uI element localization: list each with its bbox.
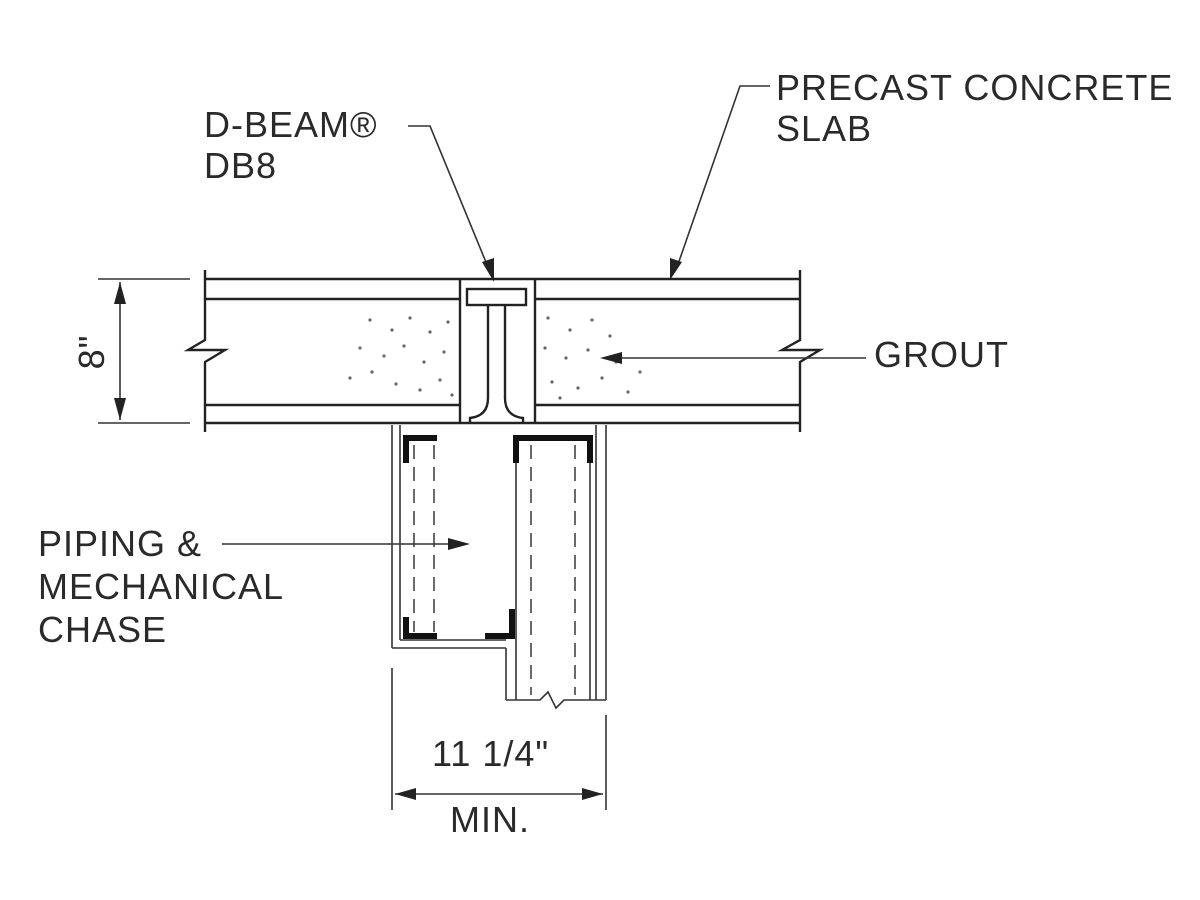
grout-leader: [600, 352, 866, 364]
slab-thickness-dimension: [98, 278, 190, 424]
chase-label-line3: CHASE: [38, 609, 167, 650]
chase-label-line2: MECHANICAL: [38, 566, 284, 607]
grout-joint: [458, 279, 537, 423]
wall-framing: [391, 425, 607, 710]
slab-thickness-label: 8": [71, 335, 112, 370]
dbeam-leader: [408, 125, 494, 282]
stud-dashed-lines: [413, 445, 576, 695]
dbeam-label-line2: DB8: [204, 145, 277, 186]
wall-width-dimension: [391, 668, 607, 810]
slab-leader: [670, 85, 770, 280]
d-beam-db8: [465, 287, 528, 423]
precast-slab: [205, 277, 800, 425]
chase-label-line1: PIPING &: [38, 523, 202, 564]
dbeam-label-line1: D-BEAM®: [204, 104, 378, 145]
right-break-line: [777, 270, 825, 432]
steel-tracks: [403, 435, 593, 639]
slab-label-line2: SLAB: [776, 108, 872, 149]
width-value-label: 11 1/4": [432, 733, 549, 774]
grout-label: GROUT: [874, 334, 1009, 375]
slab-label-line1: PRECAST CONCRETE: [776, 67, 1173, 108]
chase-leader: [222, 538, 470, 550]
left-break-line: [183, 270, 230, 432]
width-qualifier-label: MIN.: [450, 799, 530, 840]
grout-stipple: [348, 316, 642, 400]
